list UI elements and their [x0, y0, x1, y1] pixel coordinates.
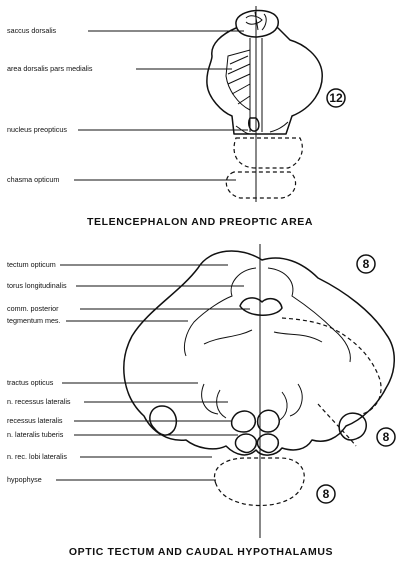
marker-8-right: 8: [377, 428, 395, 446]
marker-12: 12: [327, 89, 345, 107]
marker-12-label: 12: [329, 91, 343, 105]
label-nucleus-preopticus: nucleus preopticus: [7, 125, 67, 134]
label-n-rec-lobi-lateralis: n. rec. lobi lateralis: [7, 452, 67, 461]
telencephalon-drawing: [207, 6, 322, 202]
bottom-label-list: tectum opticum torus longitudinalis comm…: [7, 260, 250, 484]
label-recessus-lateralis: recessus lateralis: [7, 416, 63, 425]
label-chasma-opticum: chasma opticum: [7, 175, 59, 184]
tectum-drawing: [124, 244, 394, 538]
marker-8-bottom: 8: [317, 485, 335, 503]
label-torus-longitudinalis: torus longitudinalis: [7, 281, 67, 290]
label-hypophyse: hypophyse: [7, 475, 42, 484]
marker-8-label: 8: [383, 430, 390, 444]
label-n-recessus-lateralis: n. recessus lateralis: [7, 397, 71, 406]
label-tegmentum-mes: tegmentum mes.: [7, 316, 61, 325]
bottom-caption: OPTIC TECTUM AND CAUDAL HYPOTHALAMUS: [69, 546, 333, 558]
label-area-dorsalis: area dorsalis pars medialis: [7, 64, 93, 73]
label-comm-posterior: comm. posterior: [7, 304, 59, 313]
label-tractus-opticus: tractus opticus: [7, 378, 54, 387]
label-n-lateralis-tuberis: n. lateralis tuberis: [7, 430, 64, 439]
top-caption: TELENCEPHALON AND PREOPTIC AREA: [87, 216, 313, 228]
marker-8-label: 8: [363, 257, 370, 271]
label-tectum-opticum: tectum opticum: [7, 260, 56, 269]
marker-8-top: 8: [357, 255, 375, 273]
label-saccus-dorsalis: saccus dorsalis: [7, 26, 57, 35]
marker-8-label: 8: [323, 487, 330, 501]
